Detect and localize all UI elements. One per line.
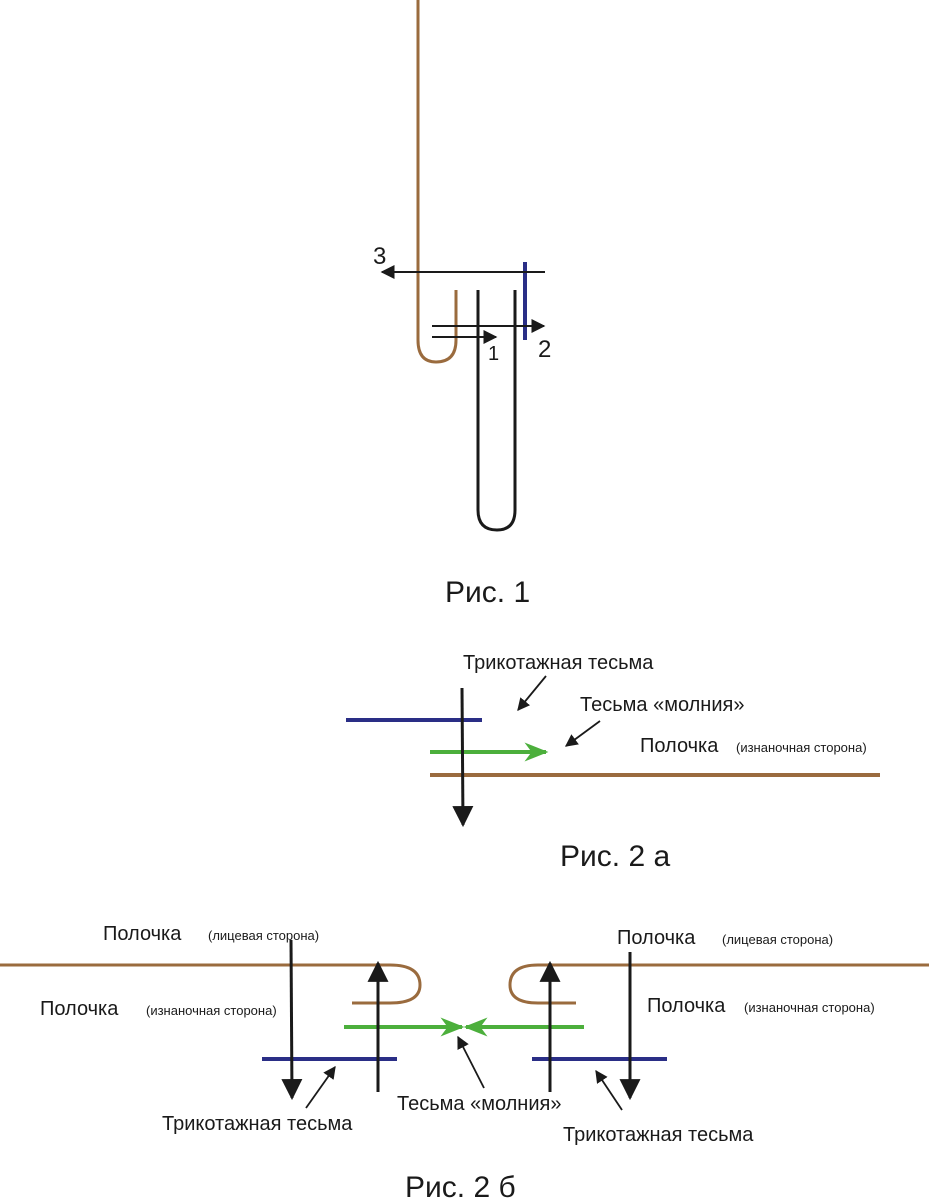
fig2b-right-shelf-fold	[508, 963, 929, 1005]
fig1-marker-3: 3	[373, 243, 386, 270]
fig2b-left-shelf-back-note: (изнаночная сторона)	[146, 1003, 277, 1018]
fig1-shelf-fold	[416, 0, 458, 364]
fig2b-left-shelf-face-note: (лицевая сторона)	[208, 928, 319, 943]
fig2a-knit-tape-label: Трикотажная тесьма	[463, 652, 654, 674]
fig2b-left-shelf-fold	[0, 963, 422, 1005]
fig1-knit-tape-loop	[476, 290, 517, 532]
fig2a-caption: Рис. 2 а	[560, 840, 670, 873]
fig1-marker-2: 2	[538, 336, 551, 363]
fig2b-right-shelf-back-note: (изнаночная сторона)	[744, 1000, 875, 1015]
fig2b: Полочка (лицевая сторона) Полочка (изнан…	[0, 923, 929, 1200]
fig2a-zipper-label: Тесьма «молния»	[580, 694, 744, 716]
fig2a-stitch	[452, 687, 474, 828]
fig2b-right-knit-tape-pointer	[595, 1069, 623, 1111]
fig2a-shelf-note: (изнаночная сторона)	[736, 740, 867, 755]
fig2b-zipper-pointer	[457, 1035, 485, 1089]
fig2b-right-shelf-face-note: (лицевая сторона)	[722, 932, 833, 947]
fig2a: Трикотажная тесьма Тесьма «молния» Полоч…	[346, 652, 880, 873]
fig2b-right-knit-tape-label: Трикотажная тесьма	[563, 1124, 754, 1146]
fig1-marker-1: 1	[488, 343, 499, 365]
fig2a-shelf-label: Полочка	[640, 735, 719, 757]
fig1: 3 2 1 Рис. 1	[373, 0, 551, 609]
fig2b-left-shelf-face-label: Полочка	[103, 923, 182, 945]
fig2b-left-knit-tape-label: Трикотажная тесьма	[162, 1113, 353, 1135]
fig2a-zipper-pointer	[564, 720, 601, 747]
fig2b-caption: Рис. 2 б	[405, 1171, 516, 1200]
fig2b-zipper-label: Тесьма «молния»	[397, 1093, 561, 1115]
fig2b-right-shelf-back-label: Полочка	[647, 995, 726, 1017]
fig2a-knit-tape-pointer	[517, 675, 547, 711]
fig2b-left-stitch-down	[281, 939, 303, 1101]
fig2b-right-shelf-face-label: Полочка	[617, 927, 696, 949]
fig1-caption: Рис. 1	[445, 576, 530, 609]
fig2b-left-shelf-back-label: Полочка	[40, 998, 119, 1020]
fig2b-left-knit-tape-pointer	[305, 1065, 336, 1109]
